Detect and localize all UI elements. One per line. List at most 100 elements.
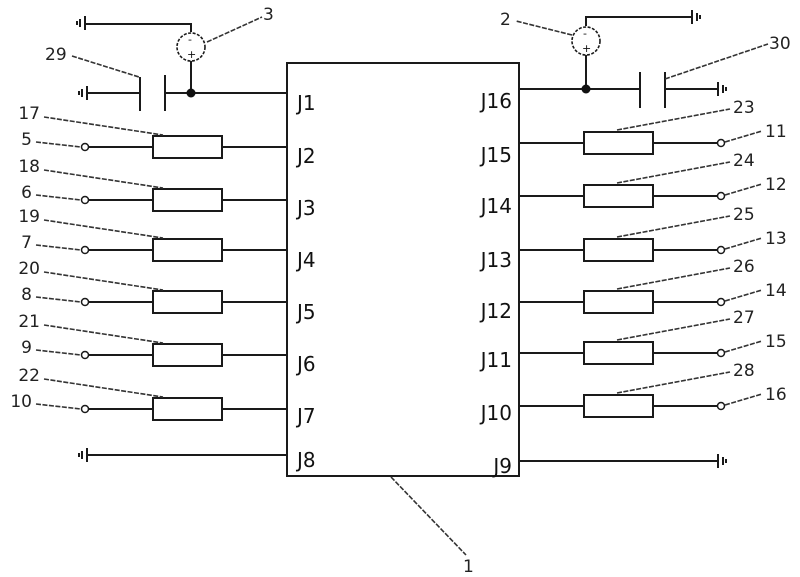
resistor-22 (152, 397, 223, 421)
resistor-28-label: 28 (733, 361, 755, 381)
resistor-20-label: 20 (18, 259, 40, 279)
terminal-12-leader (724, 183, 763, 196)
terminal-14 (716, 297, 726, 307)
pin-label-j10: J10 (479, 401, 512, 425)
terminal-11-label: 11 (765, 122, 787, 142)
source-3-minus: - (188, 33, 192, 46)
pin-label-j6: J6 (295, 352, 316, 376)
source-2-plus: + (582, 42, 591, 55)
terminal-9-leader (35, 349, 82, 356)
resistor-20-leader (43, 271, 164, 291)
source-2-leader (515, 20, 573, 36)
terminal-10-label: 10 (10, 392, 32, 412)
pin-label-j14: J14 (479, 194, 512, 218)
resistor-24-leader (616, 161, 731, 184)
resistor-25-label: 25 (733, 205, 755, 225)
capacitor-30-leader (664, 43, 769, 80)
source-2-label: 2 (500, 10, 511, 30)
branch-j13: 13 25 (519, 205, 787, 262)
resistor-21 (152, 343, 223, 367)
branch-j5: 820 (18, 259, 287, 314)
terminal-15-label: 15 (765, 332, 787, 352)
resistor-26-leader (616, 267, 731, 290)
ground-line-j9 (519, 454, 727, 468)
ground-line-j8 (78, 448, 287, 462)
resistor-23 (583, 131, 654, 155)
branch-j6: 921 (18, 312, 287, 367)
terminal-9 (80, 350, 90, 360)
terminal-13 (716, 245, 726, 255)
resistor-19-label: 19 (18, 207, 40, 227)
ground-icon (717, 82, 727, 96)
terminal-16-leader (724, 393, 763, 406)
source-3-label: 3 (263, 5, 274, 25)
source-2-minus: - (583, 27, 587, 40)
pin-label-j8: J8 (295, 448, 316, 472)
terminal-5-leader (35, 141, 82, 148)
terminal-11 (716, 138, 726, 148)
pin-label-j11: J11 (479, 348, 512, 372)
resistor-22-leader (43, 378, 164, 398)
capacitor-29-leader (71, 55, 140, 78)
pin-label-j5: J5 (295, 300, 316, 324)
pin-label-j1: J1 (295, 91, 316, 115)
resistor-19-leader (43, 219, 164, 239)
right-power-group: - + 2 30 (500, 10, 791, 108)
terminal-5-label: 5 (21, 130, 32, 150)
junction-dot (581, 84, 591, 94)
terminal-12 (716, 191, 726, 201)
resistor-24 (583, 184, 654, 208)
branch-j3: 618 (18, 157, 287, 212)
terminal-5 (80, 142, 90, 152)
terminal-14-label: 14 (765, 281, 787, 301)
pin-label-j2: J2 (295, 144, 316, 168)
pin-label-j12: J12 (479, 299, 512, 323)
pin-label-j13: J13 (479, 248, 512, 272)
voltage-source-3 (176, 32, 206, 62)
resistor-20 (152, 290, 223, 314)
terminal-8-label: 8 (21, 285, 32, 305)
terminal-15 (716, 348, 726, 358)
terminal-10-leader (35, 403, 82, 410)
resistor-28 (583, 394, 654, 418)
resistor-18-label: 18 (18, 157, 40, 177)
junction-dot (186, 88, 196, 98)
voltage-source-2 (571, 26, 601, 56)
terminal-7-label: 7 (21, 233, 32, 253)
resistor-23-label: 23 (733, 98, 755, 118)
main-component-box (286, 62, 520, 477)
capacitor-30-label: 30 (769, 34, 791, 54)
terminal-10 (80, 404, 90, 414)
pin-label-j7: J7 (295, 404, 316, 428)
terminal-7-leader (35, 244, 82, 251)
terminal-13-leader (724, 237, 763, 250)
resistor-23-leader (616, 108, 731, 131)
resistor-19 (152, 238, 223, 262)
main-component-leader (390, 476, 467, 556)
branch-j4: 719 (18, 207, 287, 262)
pin-label-j16: J16 (479, 89, 512, 113)
pin-label-j15: J15 (479, 143, 512, 167)
resistor-27-leader (616, 318, 731, 341)
ground-icon (691, 10, 701, 24)
terminal-6-leader (35, 194, 82, 201)
main-component-label: 1 (463, 557, 474, 577)
branch-j2: 517 (18, 104, 287, 159)
resistor-17 (152, 135, 223, 159)
capacitor-29-label: 29 (45, 45, 67, 65)
terminal-14-leader (724, 289, 763, 302)
terminal-8 (80, 297, 90, 307)
branch-j15: 11 23 (519, 98, 787, 155)
ground-icon (78, 86, 88, 100)
source-3-leader (206, 16, 263, 43)
terminal-13-label: 13 (765, 229, 787, 249)
terminal-12-label: 12 (765, 175, 787, 195)
pin-label-j4: J4 (295, 248, 316, 272)
terminal-11-leader (724, 130, 763, 143)
